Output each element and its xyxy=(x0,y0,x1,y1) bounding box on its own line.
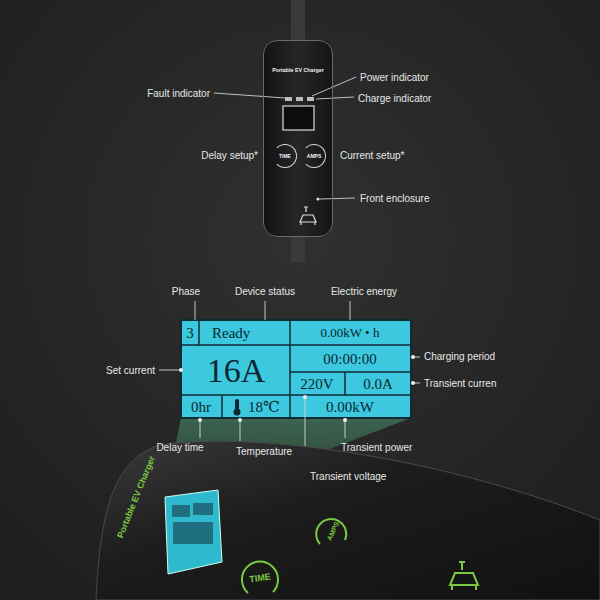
callout-label: Power indicator xyxy=(360,72,429,83)
callout-label: Current setup* xyxy=(340,150,404,161)
lcd-value: 0.00kW xyxy=(326,399,374,416)
lcd-value: 00:00:00 xyxy=(323,351,376,368)
callout-label: Delay setup* xyxy=(201,150,258,161)
callout-label: Phase xyxy=(172,286,200,297)
lcd-value: 0.00kW • h xyxy=(321,325,380,341)
lcd-value: 0hr xyxy=(191,399,211,416)
callout-label: Delay time xyxy=(156,442,203,453)
node-text: TIME xyxy=(279,153,291,159)
charger-body: Portable EV ChargerTIME AMPS xyxy=(263,40,333,237)
bottom-charger xyxy=(96,441,600,600)
callout-label: Charge indicator xyxy=(358,93,431,104)
lcd-value: Ready xyxy=(212,325,250,342)
callout-label: Front enclosure xyxy=(360,193,429,204)
callout-label: Device status xyxy=(235,286,295,297)
lcd-panel xyxy=(181,320,411,418)
node-text: AMPS xyxy=(307,153,321,159)
lcd-value: 16A xyxy=(207,352,266,390)
callout-label: Transient curren xyxy=(424,378,496,389)
time-button: TIME xyxy=(273,144,297,168)
callout-label: Charging period xyxy=(424,351,495,362)
leader-lines xyxy=(214,77,356,199)
lcd-value: 0.0A xyxy=(363,376,393,393)
amps-button: AMPS xyxy=(302,144,326,168)
callout-label: Temperature xyxy=(236,446,292,457)
lcd-value: 18℃ xyxy=(248,398,280,416)
lcd-value: 220V xyxy=(300,376,333,393)
callout-label: Fault indicator xyxy=(147,88,210,99)
callout-label: Set current xyxy=(106,365,155,376)
callout-label: Electric energy xyxy=(331,286,397,297)
top-charger xyxy=(263,0,333,262)
lcd-value: 3 xyxy=(186,325,194,342)
callout-label: Transient voltage xyxy=(310,471,386,482)
callout-label: Transient power xyxy=(341,442,412,453)
node-text: Portable EV Charger xyxy=(264,67,332,73)
